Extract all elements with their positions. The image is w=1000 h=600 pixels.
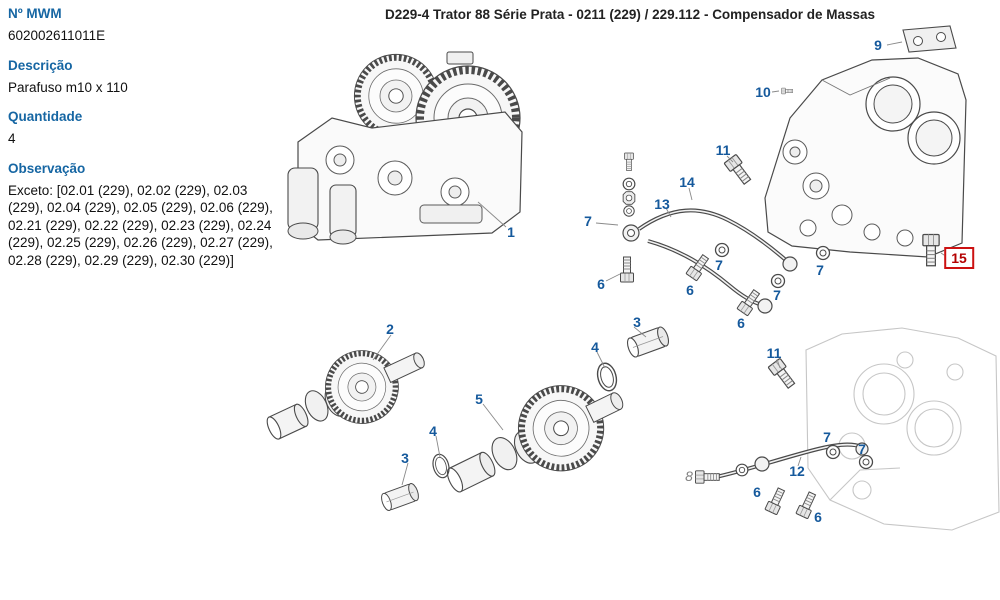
bushing-part (624, 325, 672, 359)
washer-part (714, 242, 730, 258)
part-callout-6[interactable]: 6 (737, 315, 745, 331)
balancer-assembly-part (287, 52, 522, 245)
banjo-bolt-part (695, 470, 720, 484)
observacao-section: Observação Exceto: [02.01 (229), 02.02 (… (8, 161, 280, 270)
part-callout-12[interactable]: 12 (789, 463, 805, 479)
ring-part (593, 360, 621, 394)
part-callout-10[interactable]: 10 (755, 84, 771, 100)
descricao-section: Descrição Parafuso m10 x 110 (8, 58, 280, 97)
part-callout-13[interactable]: 13 (654, 196, 670, 212)
rear-housing-part (764, 57, 967, 258)
part-callout-7[interactable]: 7 (584, 213, 592, 229)
balancer-shaft-part (266, 325, 425, 440)
fitting-stack-part (620, 152, 640, 283)
part-info-panel: Nº MWM 602002611011E Descrição Parafuso … (8, 6, 280, 282)
cover-plate-part (902, 25, 957, 53)
part-callout-7[interactable]: 7 (773, 287, 781, 303)
part-callout-11[interactable]: 11 (766, 345, 782, 361)
quantidade-value: 4 (8, 131, 16, 147)
part-callout-11[interactable]: 11 (715, 142, 731, 158)
quantidade-label: Quantidade (8, 109, 83, 125)
faded-housing-part (805, 327, 1000, 531)
part-callout-4[interactable]: 4 (591, 339, 599, 355)
descricao-value: Parafuso m10 x 110 (8, 79, 128, 95)
part-callout-5[interactable]: 5 (475, 391, 483, 407)
part-callout-4[interactable]: 4 (429, 423, 437, 439)
part-callout-2[interactable]: 2 (386, 321, 394, 337)
mwm-number-value: 602002611011E (8, 28, 106, 43)
leader-lines (372, 41, 948, 486)
part-callout-1[interactable]: 1 (507, 224, 515, 240)
hex-bolt-part (764, 486, 788, 516)
part-callout-7[interactable]: 7 (715, 257, 723, 273)
observacao-label: Observação (8, 160, 86, 176)
part-callout-7[interactable]: 7 (816, 262, 824, 278)
balancer-shaft-gear-part (446, 361, 624, 493)
descricao-label: Descrição (8, 57, 73, 73)
part-callout-14[interactable]: 14 (679, 174, 695, 190)
part-callout-15[interactable]: 15 (944, 247, 974, 269)
hex-bolt-part (767, 357, 798, 391)
washer-part (735, 463, 749, 477)
diagram-title: D229-4 Trator 88 Série Prata - 0211 (229… (384, 7, 875, 22)
washer-part (815, 245, 831, 261)
hex-bolt-part (723, 153, 754, 187)
part-callout-6[interactable]: 6 (686, 282, 694, 298)
bushing-part (379, 481, 421, 513)
quantidade-section: Quantidade 4 (8, 109, 280, 148)
observacao-value: Exceto: [02.01 (229), 02.02 (229), 02.03… (8, 182, 273, 268)
mwm-section: Nº MWM 602002611011E (8, 6, 280, 45)
part-callout-3[interactable]: 3 (401, 450, 409, 466)
part-callout-6[interactable]: 6 (753, 484, 761, 500)
washer-part (770, 273, 786, 289)
part-callout-7[interactable]: 7 (858, 441, 866, 457)
part-callout-6[interactable]: 6 (597, 276, 605, 292)
part-callout-9[interactable]: 9 (874, 37, 882, 53)
washer-part (858, 454, 874, 470)
washer-part (825, 444, 841, 460)
part-callout-7[interactable]: 7 (823, 429, 831, 445)
part-callout-3[interactable]: 3 (633, 314, 641, 330)
part-callout-8[interactable]: 8 (685, 468, 693, 484)
part-callout-6[interactable]: 6 (814, 509, 822, 525)
plug-part (781, 87, 793, 95)
mwm-number-label: Nº MWM (8, 6, 62, 21)
